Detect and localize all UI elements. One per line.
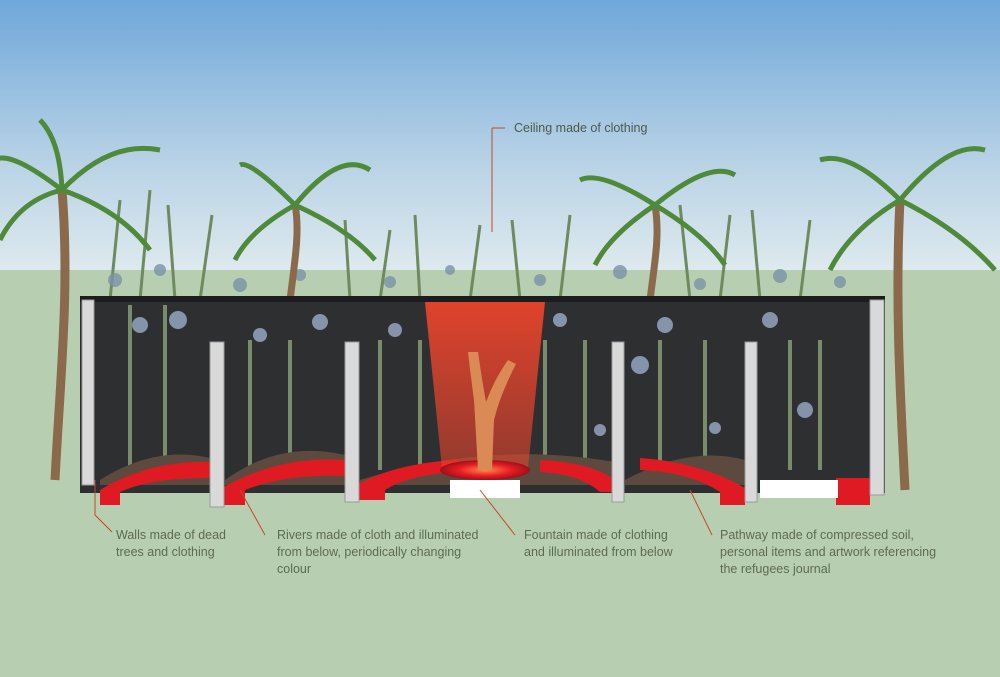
fountain-base <box>450 480 520 498</box>
fountain <box>425 302 545 480</box>
rivers-label: Rivers made of cloth and illuminated fro… <box>277 527 479 578</box>
fountain-label: Fountain made of clothing and illuminate… <box>524 527 673 561</box>
pathway-edge <box>760 480 838 498</box>
ceiling-label: Ceiling made of clothing <box>514 120 647 137</box>
walls-label: Walls made of dead trees and clothing <box>116 527 226 561</box>
pathway-label: Pathway made of compressed soil, persona… <box>720 527 936 578</box>
enclosure-roof-edge <box>80 296 885 302</box>
installation <box>80 296 885 507</box>
